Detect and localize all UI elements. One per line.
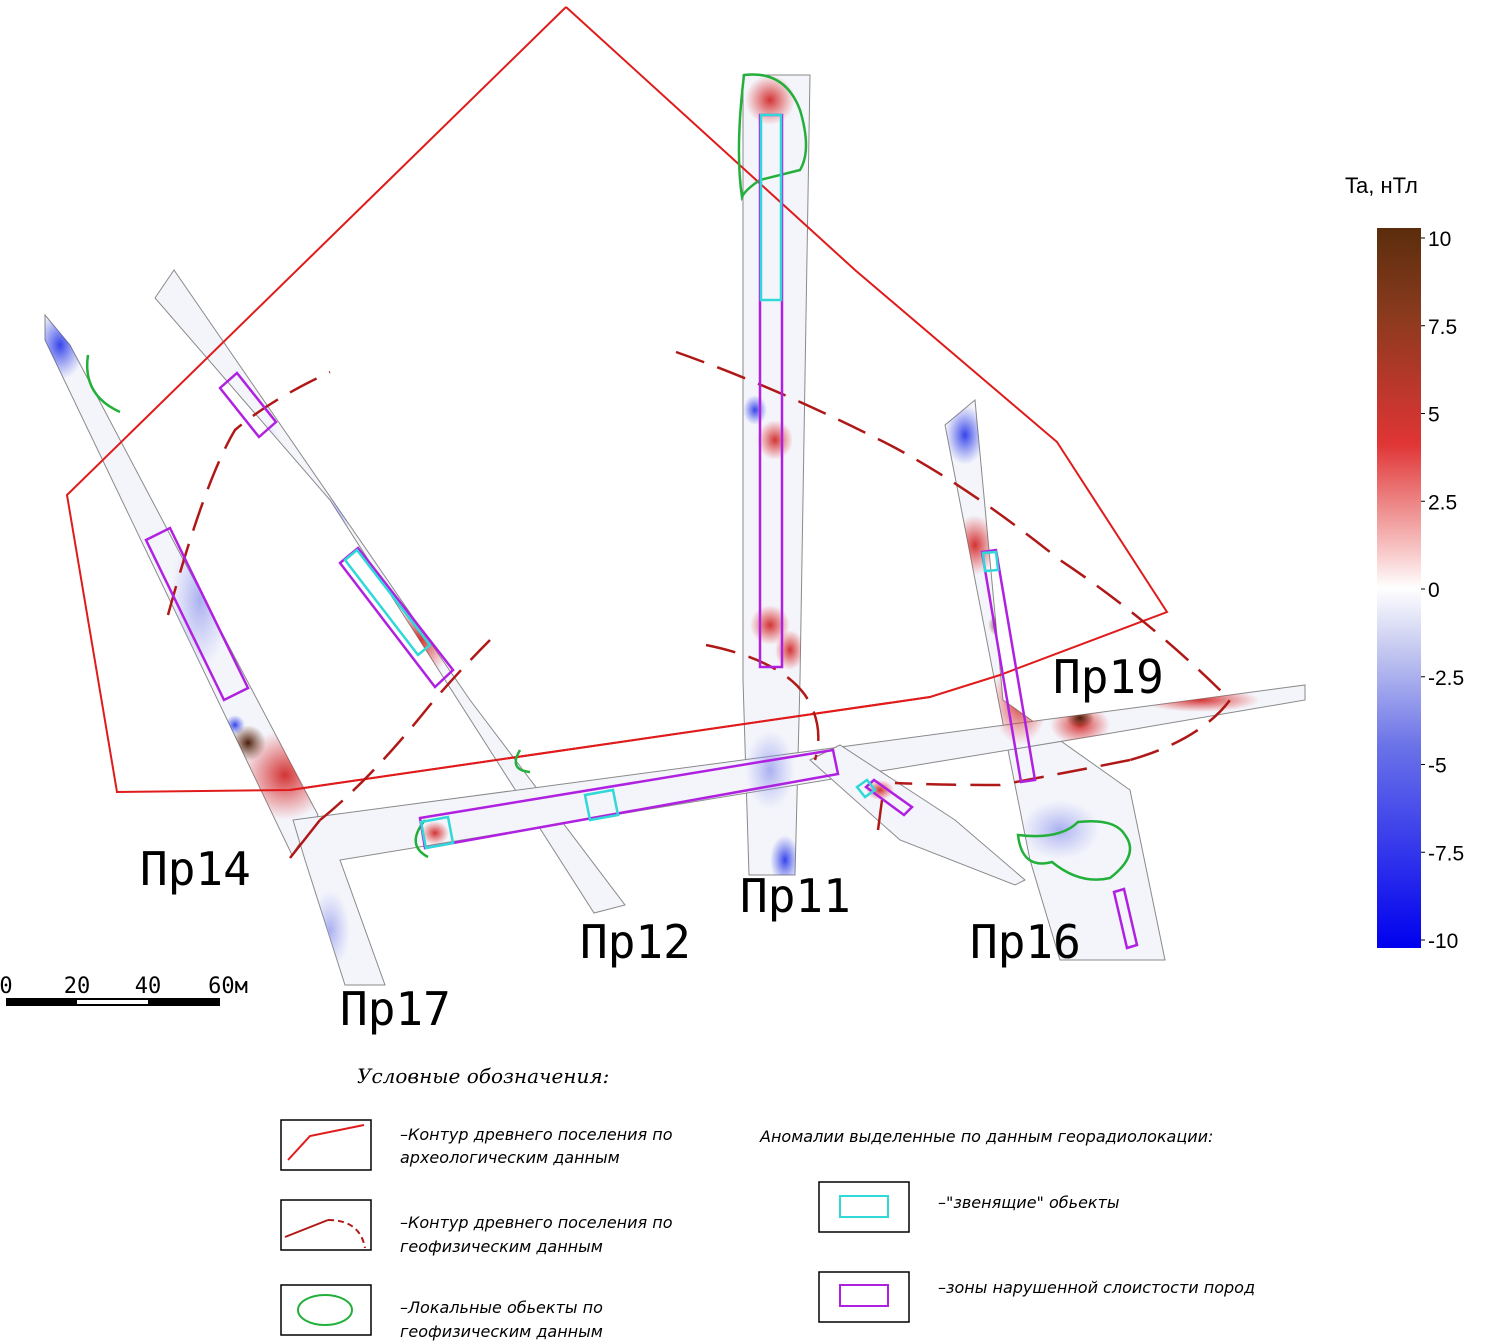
colorbar-title: Ta, нТл xyxy=(1345,173,1418,198)
profile-label-pr14: Пр14 xyxy=(140,842,251,896)
colorbar-tick-label: 0 xyxy=(1428,579,1440,602)
legend-rect-disturbed xyxy=(839,1284,889,1307)
archaeological-contour-south xyxy=(289,696,931,791)
legend: Условные обозначения: –Контур древнего п… xyxy=(280,1064,1255,1341)
legend-swatch-disturbed xyxy=(818,1271,910,1323)
scale-bar: 0 20 40 60м xyxy=(0,974,248,1006)
legend-swatch-local-objects xyxy=(280,1284,372,1336)
colorbar-tick-label: -2.5 xyxy=(1428,667,1464,690)
colorbar-tick-label: -5 xyxy=(1428,755,1447,778)
colorbar: Ta, нТл 10 7.5 5 2.5 0 -2.5 -5 -7.5 -10 xyxy=(1345,173,1464,953)
legend-item-3-line2: геофизическим данным xyxy=(400,1322,603,1341)
colorbar-tick-label: 2.5 xyxy=(1428,491,1457,514)
colorbar-ticks: 10 7.5 5 2.5 0 -2.5 -5 -7.5 -10 xyxy=(1421,228,1464,953)
colorbar-tick-label: -10 xyxy=(1428,930,1458,953)
scale-bar-gap xyxy=(77,1000,148,1004)
profile-label-pr11: Пр11 xyxy=(740,869,851,923)
profile-label-pr17: Пр17 xyxy=(340,982,451,1036)
profile-labels: Пр11 Пр12 Пр14 Пр16 Пр17 Пр19 xyxy=(140,650,1164,1036)
scale-tick-0: 0 xyxy=(0,974,13,999)
ringing-objects xyxy=(343,113,1000,850)
strip-pr16 xyxy=(944,399,1166,961)
scale-tick-20: 20 xyxy=(64,974,91,999)
legend-swatch-archaeological xyxy=(280,1119,372,1171)
magnetic-anomalies xyxy=(45,75,1260,970)
geophysical-contour xyxy=(166,350,1232,859)
legend-gpr-item-1: –"звенящие" обьекты xyxy=(938,1193,1120,1212)
profile-label-pr19: Пр19 xyxy=(1053,650,1164,704)
legend-gpr-item-2: –зоны нарушенной слоистости пород xyxy=(938,1278,1255,1297)
colorbar-tick-label: 10 xyxy=(1428,228,1451,251)
legend-item-2-line2: геофизическим данным xyxy=(400,1237,603,1256)
colorbar-gradient xyxy=(1377,228,1421,948)
colorbar-tick-label: 5 xyxy=(1428,404,1440,427)
scale-tick-40: 40 xyxy=(135,974,162,999)
legend-title: Условные обозначения: xyxy=(357,1064,609,1088)
legend-line-archaeological xyxy=(287,1124,365,1161)
legend-item-2-line1: –Контур древнего поселения по xyxy=(400,1213,673,1232)
legend-rect-ringing xyxy=(839,1195,889,1218)
profile-label-pr12: Пр12 xyxy=(580,915,691,969)
profile-label-pr16: Пр16 xyxy=(970,915,1081,969)
legend-item-3-line1: –Локальные обьекты по xyxy=(400,1298,603,1317)
scale-tick-60: 60м xyxy=(208,974,248,999)
legend-swatch-geophysical xyxy=(280,1199,372,1251)
legend-line-geophysical xyxy=(284,1219,329,1238)
legend-item-1-line1: –Контур древнего поселения по xyxy=(400,1125,673,1144)
colorbar-tick-label: -7.5 xyxy=(1428,842,1464,865)
archaeological-contour xyxy=(65,6,1169,794)
colorbar-tick-label: 7.5 xyxy=(1428,316,1457,339)
legend-item-1-line2: археологическим данным xyxy=(400,1148,620,1167)
strip-diagonal xyxy=(809,744,1026,886)
legend-gpr-title: Аномалии выделенные по данным георадиоло… xyxy=(759,1127,1213,1146)
legend-line-geophysical-dashed xyxy=(327,1219,366,1249)
legend-swatch-ringing xyxy=(818,1181,910,1233)
legend-ellipse-local-objects xyxy=(297,1294,353,1326)
